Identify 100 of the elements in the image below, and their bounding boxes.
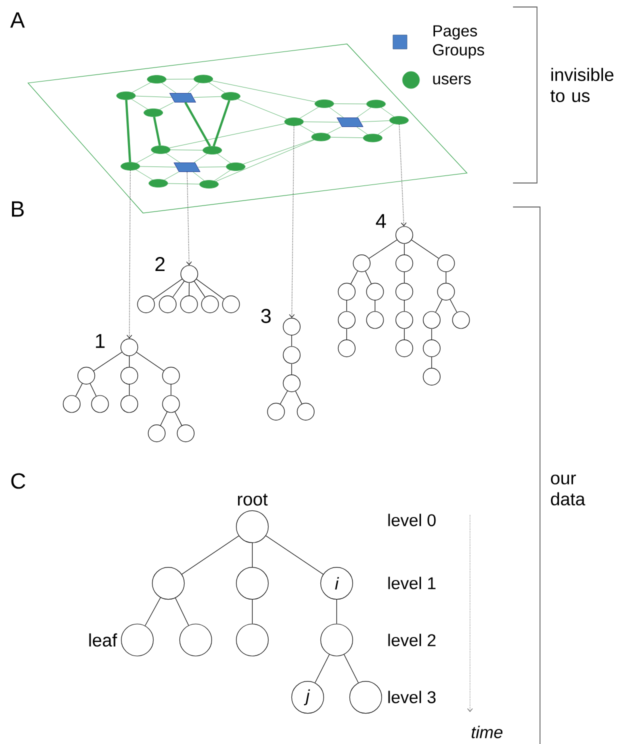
tree-node <box>396 340 414 358</box>
link-line <box>300 106 319 118</box>
tree-node <box>422 340 440 358</box>
link-line <box>166 78 194 80</box>
arrow <box>289 126 295 318</box>
tree-edge <box>346 328 347 340</box>
tree-node <box>120 338 138 356</box>
tree-edge <box>136 352 164 372</box>
link-line <box>159 102 174 110</box>
text-label: C <box>11 473 26 489</box>
tree-node: i <box>320 567 353 600</box>
link-line <box>125 100 132 162</box>
user-node <box>202 146 222 154</box>
tree-node <box>338 311 356 329</box>
tree-edge <box>280 390 288 404</box>
tree-node <box>366 311 384 329</box>
text-label: 4 <box>376 214 386 228</box>
user-node <box>148 179 168 188</box>
link-line <box>212 100 230 146</box>
link-line <box>153 116 161 146</box>
tree-node <box>437 254 455 272</box>
tree-edge <box>291 364 292 375</box>
tree-edge <box>174 412 182 426</box>
tree-edge <box>291 335 292 346</box>
link-line <box>168 183 200 184</box>
link-line <box>300 124 316 134</box>
link-line <box>162 82 176 94</box>
tree-node <box>282 374 300 392</box>
tree-edge <box>404 244 405 255</box>
tree-edge <box>404 328 405 340</box>
arrow <box>186 172 192 266</box>
tree-node <box>162 395 180 413</box>
tree-node <box>78 366 96 384</box>
link-line <box>361 120 390 122</box>
link-line <box>238 98 288 120</box>
tree-node <box>91 395 109 413</box>
link-line <box>135 96 172 98</box>
tree-node <box>148 424 166 442</box>
tree-edge <box>365 270 372 284</box>
tree-edge <box>431 356 432 368</box>
tree-edge <box>188 282 190 296</box>
link-line <box>243 139 314 164</box>
user-node <box>314 100 334 108</box>
tree-node <box>338 340 356 358</box>
tree-edge <box>129 356 130 368</box>
tree-edge <box>404 300 405 312</box>
page-node <box>174 162 200 172</box>
link-line <box>194 96 222 98</box>
tree-edge <box>295 390 302 404</box>
tree-edge <box>374 300 376 312</box>
tree-edge <box>336 599 337 624</box>
link-line <box>131 98 148 110</box>
tree-edge <box>196 278 224 300</box>
user-node <box>199 180 219 188</box>
link-line <box>208 82 226 94</box>
link-line <box>140 166 176 168</box>
link-line <box>132 82 151 93</box>
tree-edge <box>266 535 324 575</box>
user-node <box>389 116 409 124</box>
legend-label: users <box>433 76 471 84</box>
tree-node <box>236 510 269 543</box>
page-node <box>336 118 364 128</box>
tree-edge <box>160 412 168 426</box>
tree-edge <box>90 383 96 396</box>
tree-node <box>120 395 138 413</box>
tree-edge <box>93 352 122 372</box>
tree-node <box>158 296 176 314</box>
link-line <box>212 80 316 102</box>
tree-node <box>62 395 80 413</box>
link-line <box>136 152 155 164</box>
user-node <box>194 74 213 84</box>
user-node <box>226 162 246 171</box>
tree-node <box>179 624 212 656</box>
text-label: 2 <box>155 257 165 271</box>
user-node <box>116 92 136 100</box>
tree-edge <box>252 599 253 624</box>
tree-edge <box>152 278 182 300</box>
text-label: our data <box>550 474 586 506</box>
link-line <box>217 154 231 164</box>
tree-node <box>236 624 269 656</box>
text-label: B <box>12 201 24 217</box>
tree-node <box>121 624 154 656</box>
tree-node <box>452 311 470 329</box>
user-node <box>284 118 304 126</box>
text-label: A <box>10 12 25 28</box>
link-line <box>198 166 226 168</box>
text-label: level 3 <box>388 690 436 704</box>
link-line <box>378 124 394 135</box>
tree-node: j <box>291 681 324 714</box>
text-label: 3 <box>261 308 271 324</box>
link-line <box>380 107 394 117</box>
user-node <box>144 108 163 117</box>
user-node <box>221 92 240 100</box>
text-label: level 0 <box>388 514 436 526</box>
link-line <box>356 126 368 135</box>
tree-node <box>236 567 269 600</box>
link-line <box>214 170 231 181</box>
user-node <box>120 162 140 170</box>
tree-node <box>282 318 300 336</box>
node-caption: root <box>238 494 268 506</box>
